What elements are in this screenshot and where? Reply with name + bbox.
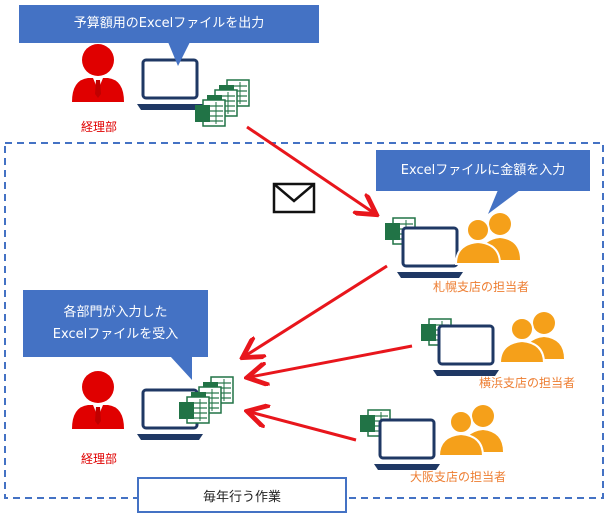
label-yokohama: 横浜支店の担当者 <box>479 376 576 390</box>
callout-tail-branch <box>488 190 520 214</box>
arrow-from-sapporo <box>245 264 388 356</box>
arrow-from-yokohama <box>250 344 413 377</box>
accounting-person-icon-top <box>72 44 124 102</box>
laptop-icon-top <box>135 58 205 112</box>
arrow-to-sapporo <box>246 125 374 213</box>
callout-export-excel: 予算額用のExcelファイルを出力 <box>19 5 319 43</box>
callout-receive-line2: Excelファイルを受入 <box>52 326 179 342</box>
label-accounting-top: 経理部 <box>81 120 118 134</box>
mail-envelope-icon <box>272 182 316 214</box>
excel-stack-icon-top <box>194 79 250 127</box>
callout-branch-input: Excelファイルに金額を入力 <box>376 150 590 191</box>
laptop-icon-yokohama <box>431 324 501 378</box>
callout-receive-files: 各部門が入力した Excelファイルを受入 <box>23 290 208 357</box>
callout-receive-line1: 各部門が入力した <box>63 304 168 320</box>
laptop-icon-osaka <box>372 418 442 472</box>
laptop-icon-sapporo <box>395 226 465 280</box>
callout-tail-top <box>168 42 190 66</box>
branch-staff-icon-osaka <box>438 404 504 457</box>
arrow-from-osaka <box>250 412 357 442</box>
callout-tail-receive <box>170 356 192 380</box>
annual-work-label: 毎年行う作業 <box>137 477 347 513</box>
label-sapporo: 札幌支店の担当者 <box>433 280 530 294</box>
label-accounting-bottom: 経理部 <box>81 452 118 466</box>
branch-staff-icon-yokohama <box>499 311 565 364</box>
branch-staff-icon-sapporo <box>455 212 521 265</box>
label-osaka: 大阪支店の担当者 <box>410 470 507 484</box>
excel-stack-icon-bottom <box>178 376 234 424</box>
accounting-person-icon-bottom <box>72 371 124 429</box>
